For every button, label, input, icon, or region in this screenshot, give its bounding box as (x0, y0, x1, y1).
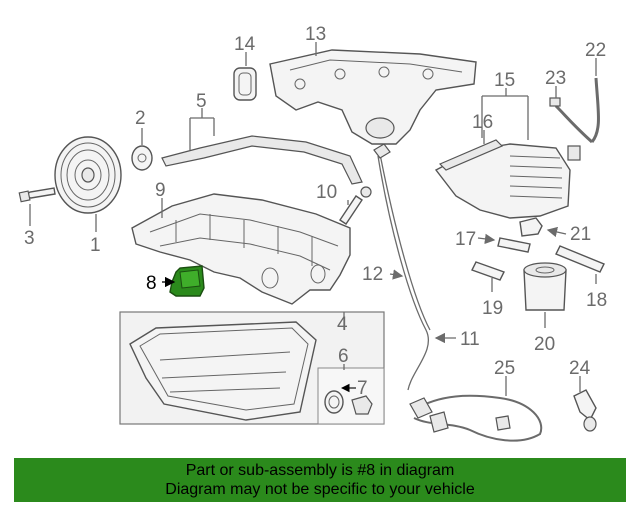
callout-4: 4 (337, 314, 348, 335)
callout-19: 19 (482, 298, 503, 319)
info-banner: Part or sub-assembly is #8 in diagram Di… (14, 458, 626, 502)
washer-part (131, 128, 153, 171)
cooler-bolt-part (477, 233, 531, 253)
oil-cooler-part (434, 88, 581, 219)
bolt-part (18, 187, 56, 226)
callout-23: 23 (545, 68, 566, 89)
bedplate-part (131, 193, 351, 305)
callout-2: 2 (135, 108, 146, 129)
harness-25-part (409, 376, 543, 442)
stud-18-part (555, 245, 605, 284)
callout-17: 17 (455, 229, 476, 250)
crank-pulley-part (54, 136, 122, 232)
callout-15: 15 (494, 70, 515, 91)
stud-19-part (471, 261, 505, 292)
highlighted-part-8 (162, 265, 205, 297)
callout-14: 14 (234, 34, 256, 55)
callout-1: 1 (90, 235, 101, 256)
callout-13: 13 (305, 24, 326, 45)
callout-12: 12 (362, 264, 383, 285)
callout-20: 20 (534, 334, 555, 355)
callout-10: 10 (316, 182, 337, 203)
callout-8: 8 (146, 273, 157, 294)
callout-16: 16 (472, 112, 493, 133)
callout-22: 22 (585, 40, 606, 61)
banner-line-2: Diagram may not be specific to your vehi… (165, 481, 475, 498)
intake-manifold-part (269, 42, 477, 145)
tube-22-part (590, 58, 600, 143)
gasket-part (161, 108, 363, 185)
callout-5: 5 (196, 91, 207, 112)
callout-11: 11 (460, 329, 480, 350)
callout-25: 25 (494, 358, 515, 379)
callout-3: 3 (24, 228, 35, 249)
parts-diagram: 1 2 3 4 5 6 7 8 9 10 11 12 13 14 15 16 1… (18, 24, 607, 442)
tube-23-part (549, 86, 593, 144)
seal-part (233, 52, 257, 101)
sensor-part (339, 186, 372, 225)
callout-7: 7 (357, 378, 368, 399)
callout-9: 9 (155, 180, 166, 201)
callout-18: 18 (586, 290, 607, 311)
callout-6: 6 (338, 346, 349, 367)
banner-line-1: Part or sub-assembly is #8 in diagram (185, 462, 455, 479)
oil-filter-part (523, 262, 567, 328)
connector-24-part (573, 376, 597, 432)
pressure-sensor-part (519, 217, 567, 238)
callout-21: 21 (570, 224, 591, 245)
callout-24: 24 (569, 358, 591, 379)
dipstick-part (373, 143, 456, 391)
drain-plug-group (317, 364, 385, 425)
